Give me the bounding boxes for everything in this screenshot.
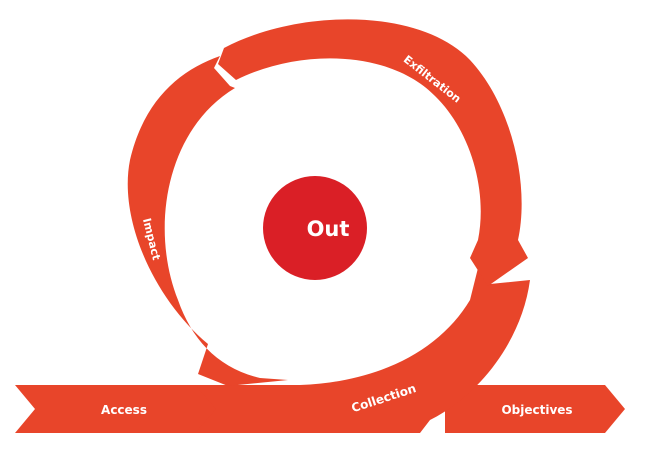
stage-label-objectives: Objectives <box>501 403 572 417</box>
objectives-arrow <box>445 385 625 433</box>
center-label: Out <box>307 217 350 241</box>
stage-label-access: Access <box>101 403 147 417</box>
exfiltration-arrow <box>218 19 528 286</box>
center-circle <box>263 176 367 280</box>
impact-arrow <box>127 56 288 386</box>
access-arrow <box>15 385 222 433</box>
collection-arrow <box>195 268 530 433</box>
